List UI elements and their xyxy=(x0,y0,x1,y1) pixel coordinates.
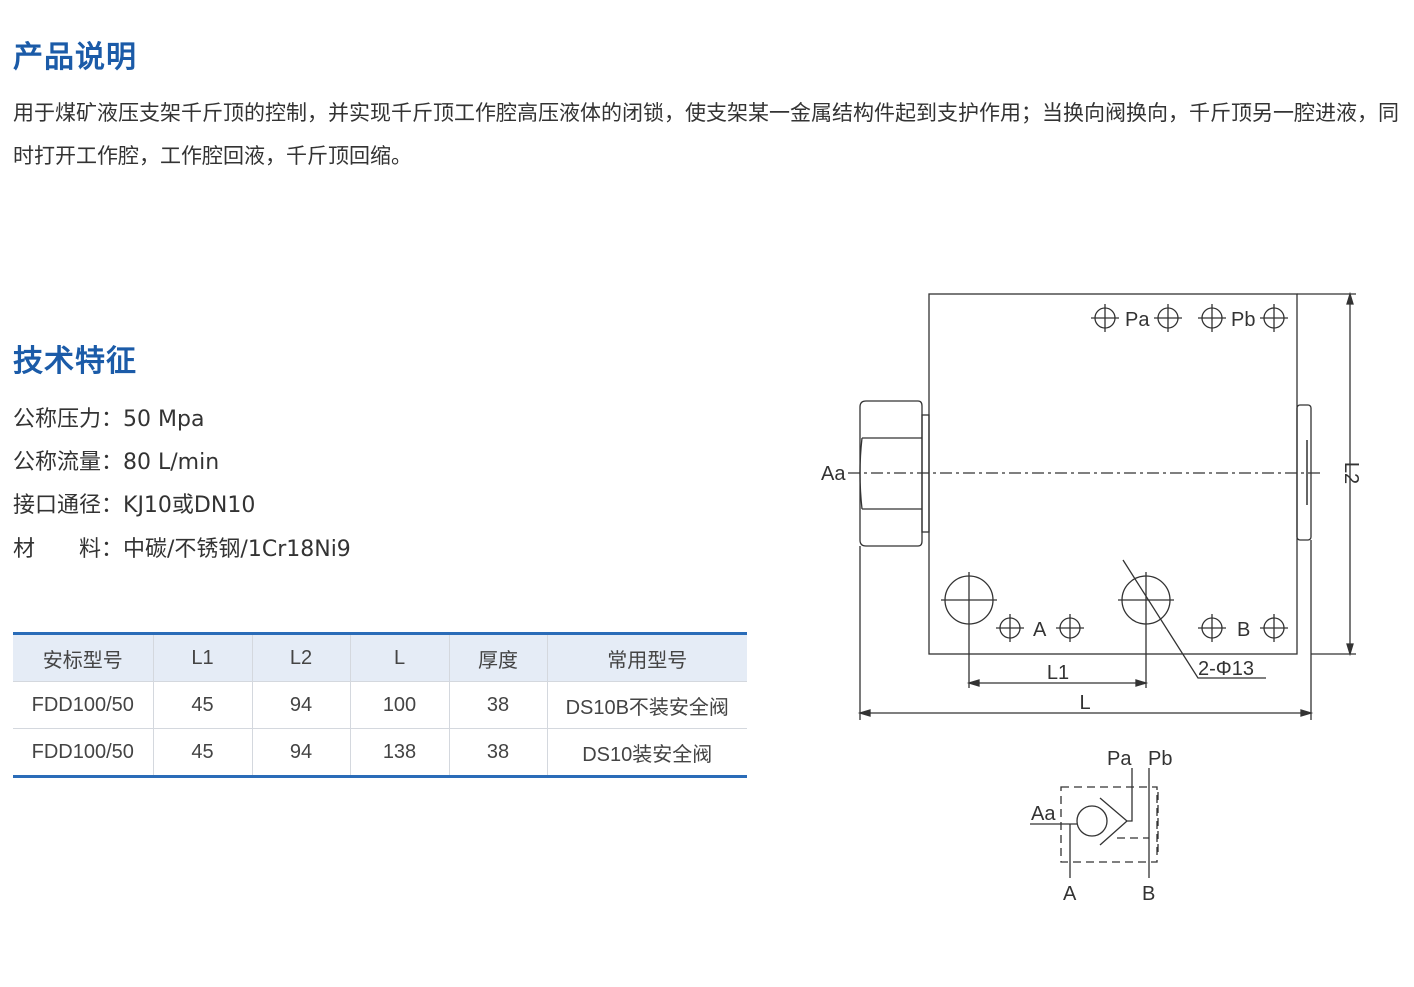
spec-label: 材 料： xyxy=(13,537,124,562)
cell: 38 xyxy=(448,681,547,729)
cell: 45 xyxy=(152,728,252,777)
col-header: L2 xyxy=(251,633,350,682)
symbol-label-b: B xyxy=(1142,883,1155,905)
table-row: FDD100/50 45 94 138 38 DS10装安全阀 xyxy=(13,728,747,777)
spec-value: 80 L/min xyxy=(123,450,220,475)
col-header: L1 xyxy=(152,633,252,682)
spec-pressure: 公称压力：50 Mpa xyxy=(13,401,204,433)
cell: 94 xyxy=(251,728,350,777)
section-title-technical-features: 技术特征 xyxy=(13,344,137,379)
mount-hole-2 xyxy=(1118,572,1174,688)
spec-table: 安标型号 L1 L2 L 厚度 常用型号 FDD100/50 45 94 100… xyxy=(13,632,747,778)
label-l2: L2 xyxy=(1340,462,1362,484)
label-aa: Aa xyxy=(821,463,846,485)
spec-label: 公称流量： xyxy=(13,450,124,475)
check-ball xyxy=(1076,805,1108,837)
label-holes: 2-Φ13 xyxy=(1198,658,1254,680)
cell: 100 xyxy=(349,681,449,729)
cell: 38 xyxy=(448,728,547,777)
label-pa: Pa xyxy=(1125,309,1150,331)
col-header: L xyxy=(349,633,449,682)
cell: 45 xyxy=(152,681,252,729)
spec-flow: 公称流量：80 L/min xyxy=(13,444,219,476)
cell: FDD100/50 xyxy=(13,728,153,777)
label-l1: L1 xyxy=(1047,662,1069,684)
section-title-product-description: 产品说明 xyxy=(13,40,137,75)
symbol-label-pb: Pb xyxy=(1148,748,1172,770)
symbol-label-pa: Pa xyxy=(1107,748,1132,770)
hydraulic-symbol xyxy=(1030,768,1159,878)
symbol-label-aa: Aa xyxy=(1031,803,1056,825)
table-row: FDD100/50 45 94 100 38 DS10B不装安全阀 xyxy=(13,681,747,729)
cell: DS10B不装安全阀 xyxy=(546,681,747,729)
cell: 94 xyxy=(251,681,350,729)
symbol-label-a: A xyxy=(1063,883,1077,905)
hex-nut xyxy=(859,400,923,547)
spec-value: KJ10或DN10 xyxy=(123,493,256,518)
label-l: L xyxy=(1079,692,1090,714)
spec-material: 材 料：中碳/不锈钢/1Cr18Ni9 xyxy=(13,531,351,563)
spec-label: 公称压力： xyxy=(13,407,124,432)
spec-label: 接口通径： xyxy=(13,493,124,518)
table-header-row: 安标型号 L1 L2 L 厚度 常用型号 xyxy=(13,633,747,682)
mount-hole-1 xyxy=(941,572,997,688)
label-b: B xyxy=(1237,619,1250,641)
col-header: 安标型号 xyxy=(13,633,153,682)
cell: DS10装安全阀 xyxy=(546,728,747,777)
cell: 138 xyxy=(349,728,449,777)
col-header: 厚度 xyxy=(448,633,547,682)
spec-value: 中碳/不锈钢/1Cr18Ni9 xyxy=(123,537,351,562)
col-header: 常用型号 xyxy=(546,633,747,682)
label-a: A xyxy=(1033,619,1047,641)
spec-port-size: 接口通径：KJ10或DN10 xyxy=(13,487,255,519)
cell: FDD100/50 xyxy=(13,681,153,729)
port-crosshair-icons xyxy=(996,304,1288,642)
spec-value: 50 Mpa xyxy=(123,407,205,432)
label-pb: Pb xyxy=(1231,309,1255,331)
product-description: 用于煤矿液压支架千斤顶的控制，并实现千斤顶工作腔高压液体的闭锁，使支架某一金属结… xyxy=(13,101,1399,168)
